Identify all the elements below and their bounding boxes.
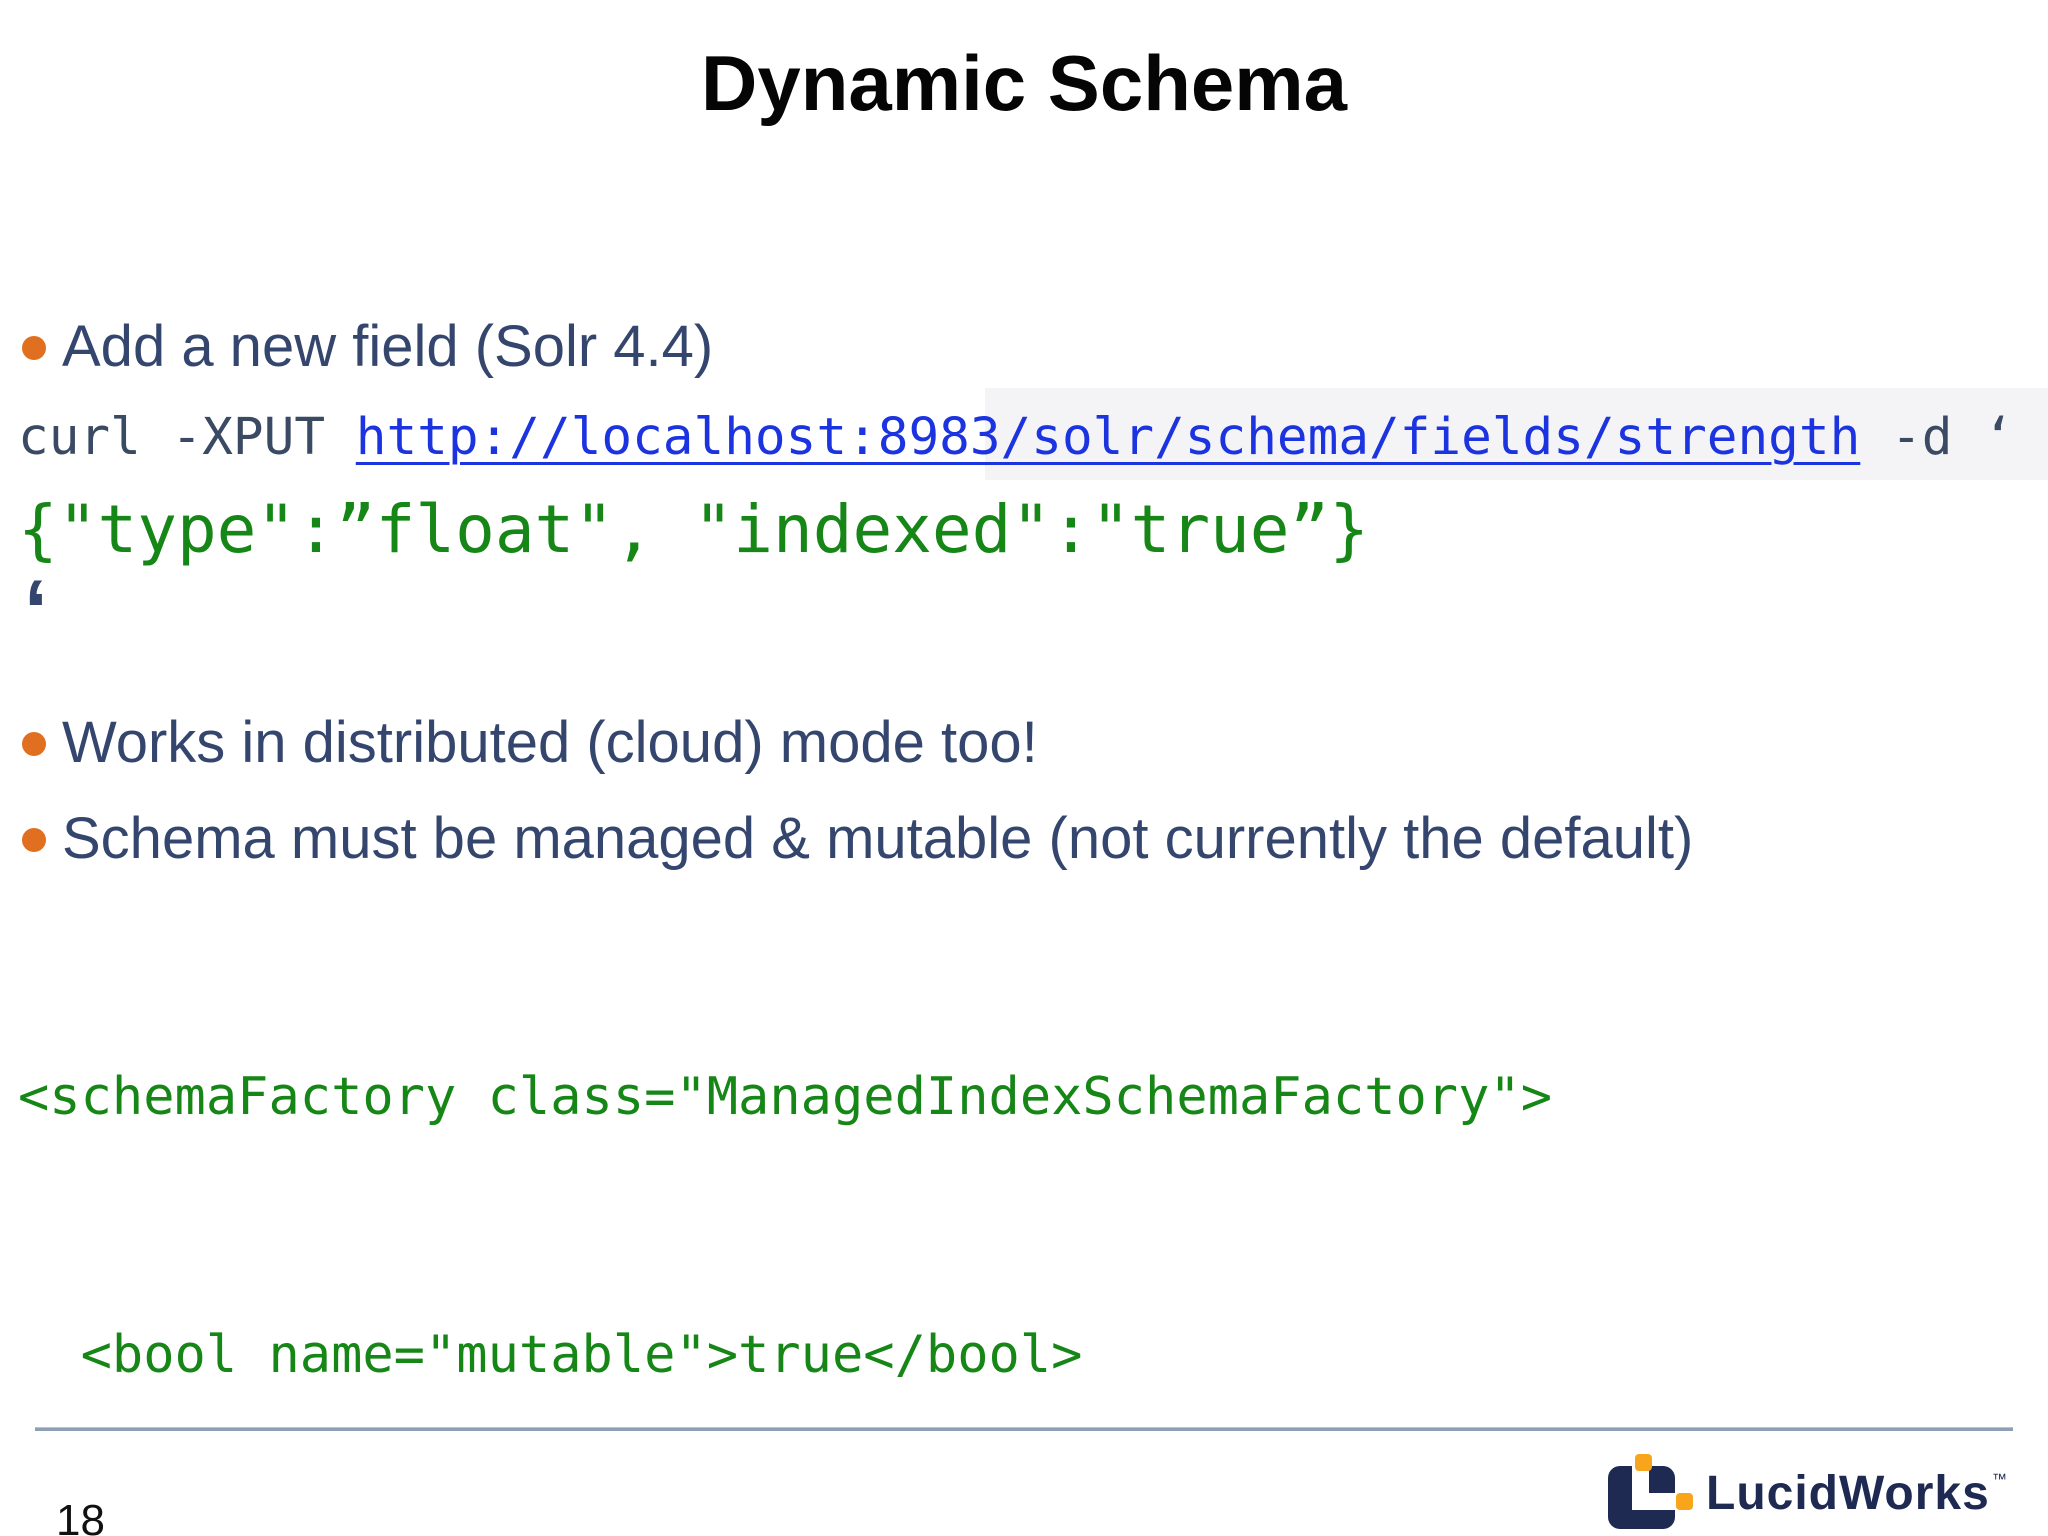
bullet-marker-icon bbox=[22, 732, 46, 756]
bullet-managed-mutable: Schema must be managed & mutable (not cu… bbox=[22, 802, 1693, 876]
bullet-add-new-field: Add a new field (Solr 4.4) bbox=[22, 310, 713, 384]
logo-orange-square-top bbox=[1635, 1454, 1652, 1471]
xml-config-block: <schemaFactory class="ManagedIndexSchema… bbox=[18, 882, 1896, 1536]
json-body-line: {"type":”float", "indexed":"true”} bbox=[18, 491, 1370, 568]
logo-l-shape bbox=[1632, 1493, 1676, 1510]
xml-line-schemafactory-open: <schemaFactory class="ManagedIndexSchema… bbox=[18, 1067, 1553, 1127]
schema-fields-url-link[interactable]: http://localhost:8983/solr/schema/fields… bbox=[355, 408, 1861, 467]
closing-quote-line: ‘ bbox=[24, 563, 48, 659]
bullet-marker-icon bbox=[22, 336, 46, 360]
bullet-label: Works in distributed (cloud) mode too! bbox=[62, 710, 1038, 775]
trademark-symbol: ™ bbox=[1991, 1470, 2008, 1488]
lucidworks-logo-icon bbox=[1604, 1448, 1700, 1536]
curl-prefix: curl -XPUT bbox=[18, 408, 356, 467]
logo-wordmark-text: LucidWorks bbox=[1706, 1466, 1990, 1520]
page-number: 18 bbox=[56, 1496, 105, 1536]
xml-line-bool-mutable: <bool name="mutable">true</bool> bbox=[18, 1325, 1083, 1385]
bullet-distributed-mode: Works in distributed (cloud) mode too! bbox=[22, 706, 1038, 780]
slide-title: Dynamic Schema bbox=[701, 39, 1347, 127]
footer-divider bbox=[35, 1427, 2013, 1431]
curl-command-line: curl -XPUT http://localhost:8983/solr/sc… bbox=[18, 402, 2048, 474]
code-highlight-band bbox=[985, 388, 2048, 480]
curl-suffix: -d ‘ bbox=[1860, 408, 2014, 467]
bullet-label: Add a new field (Solr 4.4) bbox=[62, 314, 714, 379]
bullet-label: Schema must be managed & mutable (not cu… bbox=[62, 806, 1694, 871]
bullet-marker-icon bbox=[22, 828, 46, 852]
logo-orange-square-right bbox=[1676, 1493, 1693, 1510]
